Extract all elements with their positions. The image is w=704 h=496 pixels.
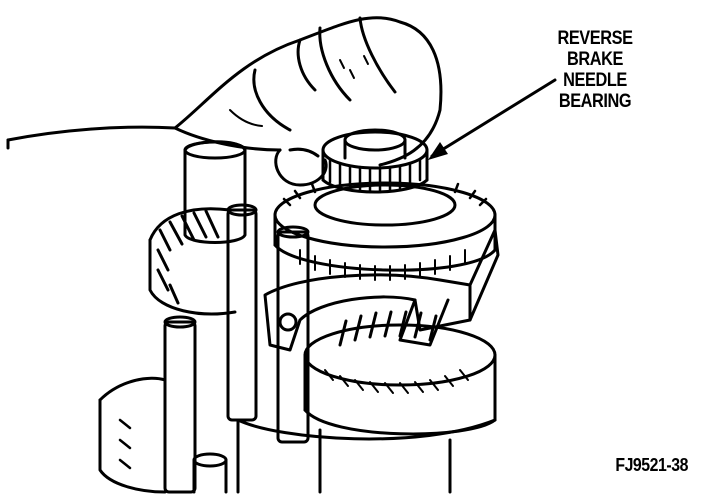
callout-label: REVERSE BRAKE NEEDLE BEARING [531,28,660,112]
reverse-brake-needle-bearing [321,128,429,194]
support-shafts [163,140,310,494]
shift-fork [263,228,500,352]
helical-gear [148,207,237,316]
callout-leader [428,78,557,160]
callout-line-4: BEARING [558,91,632,112]
callout-line-1: REVERSE [557,28,633,49]
callout-line-3: NEEDLE [563,70,627,91]
transmission-case [98,376,497,494]
figure-id: FJ9521-38 [615,455,688,475]
technician-hand [6,16,443,187]
callout-line-2: BRAKE [567,49,623,70]
lower-gear-housing [303,310,497,436]
